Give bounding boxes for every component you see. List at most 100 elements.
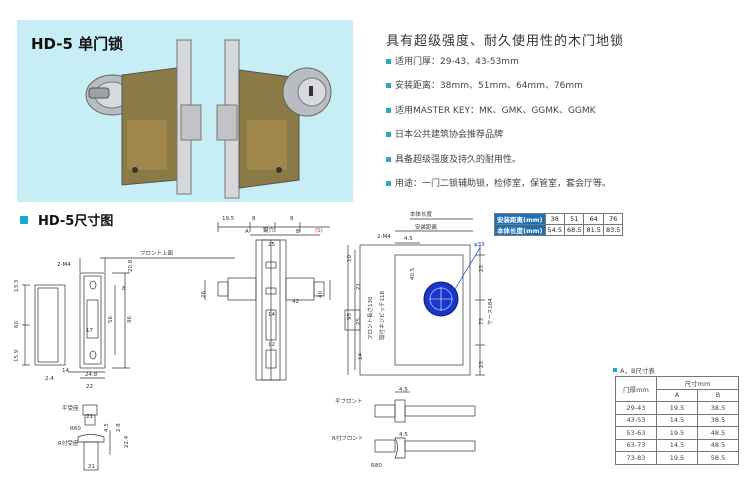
table-cell: 19.5 (656, 451, 698, 465)
table-cell: 38.5 (697, 401, 739, 415)
dim-text: 21 (86, 414, 93, 420)
feature-list: 适用门厚：29-43、43-53mm 安装距离：38mm、51mm、64mm、7… (386, 56, 611, 202)
dim-text: 73 (479, 318, 485, 325)
dim-text: 13.3 (14, 279, 20, 292)
dim-text: 14 (268, 312, 275, 318)
table-cell: 48.5 (697, 426, 739, 440)
dim-text: 40.5 (410, 267, 416, 280)
feature-heading: 具有超级强度、耐久使用性的木门地锁 (386, 34, 625, 49)
dim-text: 56 (108, 316, 114, 323)
dim-text: 25 (356, 318, 362, 325)
dim-text: 23 (479, 265, 485, 272)
table-cell: 83.5 (602, 224, 624, 236)
phi33-label: φ33 (474, 242, 485, 248)
m4-left-label: 2-M4 (57, 262, 71, 268)
dim-text: 14 (62, 368, 69, 374)
feature-item: 用途：一门二锁辅助锁，检修室，保管室，套会厅等。 (386, 178, 611, 202)
dim-text: 96 (127, 316, 133, 323)
table-cell: 43-53 (615, 413, 657, 427)
dim-text: 15.9 (14, 349, 20, 362)
s-mark-label: (S) (315, 228, 323, 234)
dim-text: 25 (268, 242, 275, 248)
dim-text: 8 (290, 216, 294, 222)
column-header: 尺寸mm (656, 376, 739, 390)
dim-text: 21 (88, 464, 95, 470)
lock-illustration (85, 39, 332, 199)
table-cell: 81.5 (583, 224, 604, 236)
dim-text: 8 (252, 216, 256, 222)
table-cell: 48.5 (697, 438, 739, 452)
table-cell: 19.5 (656, 426, 698, 440)
feature-item: 安装距离：38mm、51mm、64mm、76mm (386, 80, 611, 104)
dim-text: 21 (356, 283, 362, 290)
ab-table-title: A，B尺寸表 (613, 365, 655, 375)
square-bullet-icon (386, 107, 391, 113)
row-header: 本体长度(mm) (494, 224, 546, 236)
front-view-drawing (22, 257, 235, 471)
dim-text: 42 (292, 299, 299, 305)
table-cell: 51 (563, 213, 585, 225)
dim-text: B (296, 229, 300, 235)
table-cell: 64 (583, 213, 604, 225)
install-distance-label: 安装距离 (415, 223, 438, 231)
square-bullet-icon (386, 59, 391, 64)
dim-text: 2.8 (116, 423, 122, 432)
dim-text: 23 (479, 361, 485, 368)
side-view-drawing (204, 222, 331, 381)
column-header: A (656, 388, 698, 402)
table-cell: 73-83 (615, 451, 657, 465)
dim-text: 24.8 (85, 372, 98, 378)
table-cell: 53-63 (615, 426, 657, 440)
table-cell: 58.5 (697, 451, 739, 465)
dim-text: 26 (201, 291, 207, 298)
lock-body-drawing (344, 218, 485, 376)
flat-front-label: 平フロント (335, 398, 363, 405)
front-length-label: フロント長さ130 (367, 296, 374, 340)
table-cell: 29-43 (615, 401, 657, 415)
table-row: 本体长度(mm) 54.5 68.5 81.5 83.5 (494, 224, 624, 236)
table-cell: 68.5 (563, 224, 585, 236)
dim-text: 22 (86, 384, 93, 390)
screw-pitch-label: 取付ネジピッチ118 (378, 291, 386, 340)
square-bullet-icon (386, 83, 391, 89)
dim-text: 22.4 (124, 435, 130, 448)
table-cell: 54.5 (544, 224, 565, 236)
dim-text: 10 (347, 255, 353, 262)
dim-text: 60 (14, 321, 20, 328)
flat-case-label: 平受座 (62, 404, 79, 412)
front-plate-drawings (374, 391, 476, 459)
dim-text: 4.5 (399, 387, 408, 393)
table-cell: 76 (602, 213, 624, 225)
column-header: 门厚mm (615, 376, 657, 402)
table-row: 门厚mm 尺寸mm (615, 376, 739, 402)
square-bullet-icon (386, 132, 391, 138)
m4-right-label: 2-M4 (377, 234, 391, 240)
product-title: HD-5 单门锁 (31, 35, 124, 53)
feature-item: 适用门厚：29-43、43-53mm (386, 56, 611, 80)
dim-text: 17 (86, 328, 93, 334)
feature-item: 日本公共建筑协会推荐品牌 (386, 129, 611, 153)
table-row: 安装距离(mm) 38 51 64 76 (494, 213, 624, 225)
case-length-label: ケース184 (487, 298, 494, 325)
section-square-icon (20, 215, 28, 224)
dim-text: 4.5 (399, 432, 408, 438)
dim-text: 8 (122, 286, 126, 292)
table-cell: 19.5 (656, 401, 698, 415)
table-cell: 38 (544, 213, 565, 225)
body-length-label: 本体长度 (410, 210, 433, 218)
dim-text: 2.4 (45, 376, 54, 382)
dim-text: 19.5 (222, 216, 235, 222)
r60-label: R60 (70, 426, 81, 432)
dimension-section-title: HD-5尺寸图 (20, 210, 113, 229)
table-cell: 14.5 (656, 413, 698, 427)
keyhole-center-label: 鍵穴 (263, 226, 275, 234)
dim-text: 20.8 (128, 259, 134, 272)
front-upper-label: フロント上面 (140, 249, 174, 257)
dim-text: 4.5 (104, 423, 110, 432)
r80-label: R80 (371, 463, 382, 469)
